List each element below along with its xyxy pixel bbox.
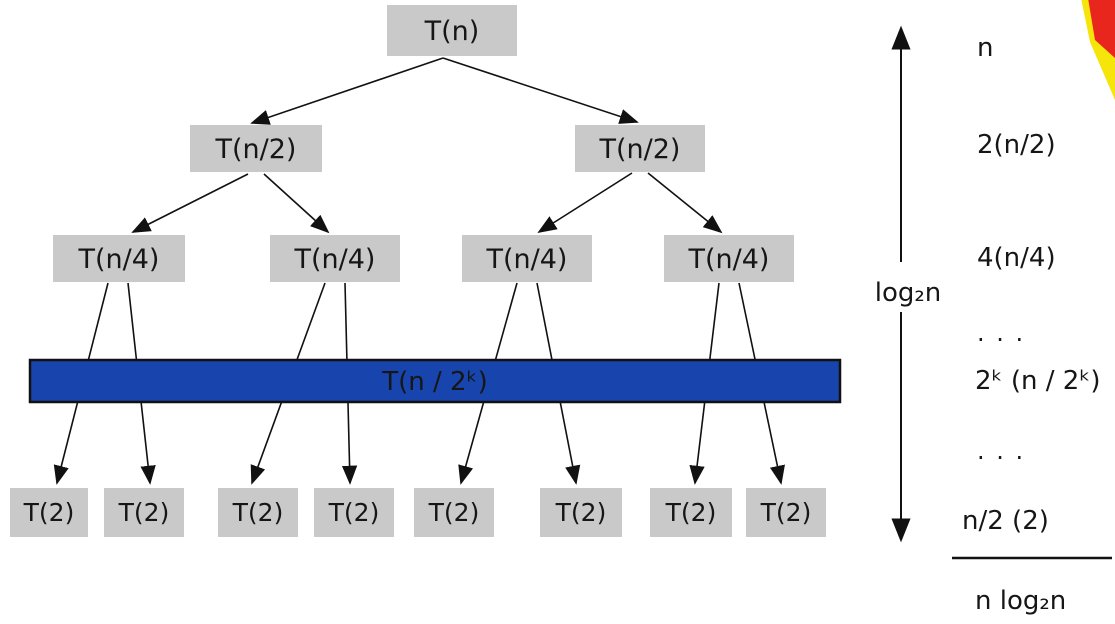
node-level2-2-rect xyxy=(270,235,400,282)
level-cost-1: 2(n/2) xyxy=(977,130,1056,160)
edge-l1right-to-child3 xyxy=(537,172,633,234)
node-level1-right-label: T(n/2) xyxy=(599,134,681,165)
level-cost-2: 4(n/4) xyxy=(977,243,1056,273)
leaf-node-7-label: T(2) xyxy=(665,498,717,527)
leaf-node-6-rect xyxy=(540,488,622,537)
node-level2-1-rect xyxy=(53,235,185,282)
leaf-node-8-label: T(2) xyxy=(760,498,812,527)
edge-l1right-to-child4 xyxy=(647,172,723,234)
level-cost-5-ellipsis: . . . xyxy=(977,437,1025,465)
depth-label: log₂n xyxy=(875,278,942,308)
node-level1-left-label: T(n/2) xyxy=(215,134,297,165)
level-k-bar-rect xyxy=(28,358,842,404)
leaf-node-3-rect xyxy=(218,488,298,537)
leaf-node-6-label: T(2) xyxy=(555,498,607,527)
leaf-node-5-rect xyxy=(414,488,494,537)
depth-annotation: log₂n xyxy=(875,25,942,543)
node-level2-1-label: T(n/4) xyxy=(78,244,160,275)
starburst-decoration xyxy=(1081,0,1115,100)
leaf-node-4-rect xyxy=(314,488,394,537)
level-cost-3-ellipsis: . . . xyxy=(977,319,1025,347)
leaf-node-2-rect xyxy=(104,488,184,537)
level-k-bar: T(n / 2ᵏ) xyxy=(28,358,842,404)
starburst-red-point xyxy=(1088,0,1115,58)
edge-root-to-right-child xyxy=(442,57,639,124)
level-cost-4: 2ᵏ (n / 2ᵏ) xyxy=(975,366,1101,396)
level-k-bar-label: T(n / 2ᵏ) xyxy=(381,367,488,397)
level-cost-0: n xyxy=(977,33,993,63)
node-root-label: T(n) xyxy=(424,16,480,47)
node-root-rect xyxy=(387,5,517,56)
node-level2-4-rect xyxy=(664,235,794,282)
leaf-node-1-rect xyxy=(10,488,88,537)
leaf-node-4-label: T(2) xyxy=(328,498,380,527)
edge-root-to-left-child xyxy=(250,57,444,125)
leaf-node-2-label: T(2) xyxy=(118,498,170,527)
node-level2-4-label: T(n/4) xyxy=(688,244,770,275)
leaf-node-5-label: T(2) xyxy=(428,498,480,527)
tree-nodes: T(n) T(n/2) T(n/2) T(n/4) T(n/4) T(n/4) … xyxy=(10,5,826,537)
node-level1-left-rect xyxy=(190,125,322,172)
edge-l1left-to-child2 xyxy=(263,173,330,234)
leaf-node-8-rect xyxy=(746,488,826,537)
level-cost-6: n/2 (2) xyxy=(962,506,1049,536)
level-costs: n 2(n/2) 4(n/4) . . . 2ᵏ (n / 2ᵏ) . . . … xyxy=(962,33,1101,536)
total-cost: n log₂n xyxy=(952,556,1112,616)
leaf-node-7-rect xyxy=(650,488,732,537)
leaf-node-1-label: T(2) xyxy=(23,498,75,527)
node-level2-3-rect xyxy=(462,235,592,282)
node-level1-right-rect xyxy=(575,125,705,172)
node-level2-3-label: T(n/4) xyxy=(486,244,568,275)
edge-l1left-to-child1 xyxy=(131,173,249,233)
leaf-node-3-label: T(2) xyxy=(232,498,284,527)
total-cost-label: n log₂n xyxy=(975,586,1066,616)
node-level2-2-label: T(n/4) xyxy=(294,244,376,275)
